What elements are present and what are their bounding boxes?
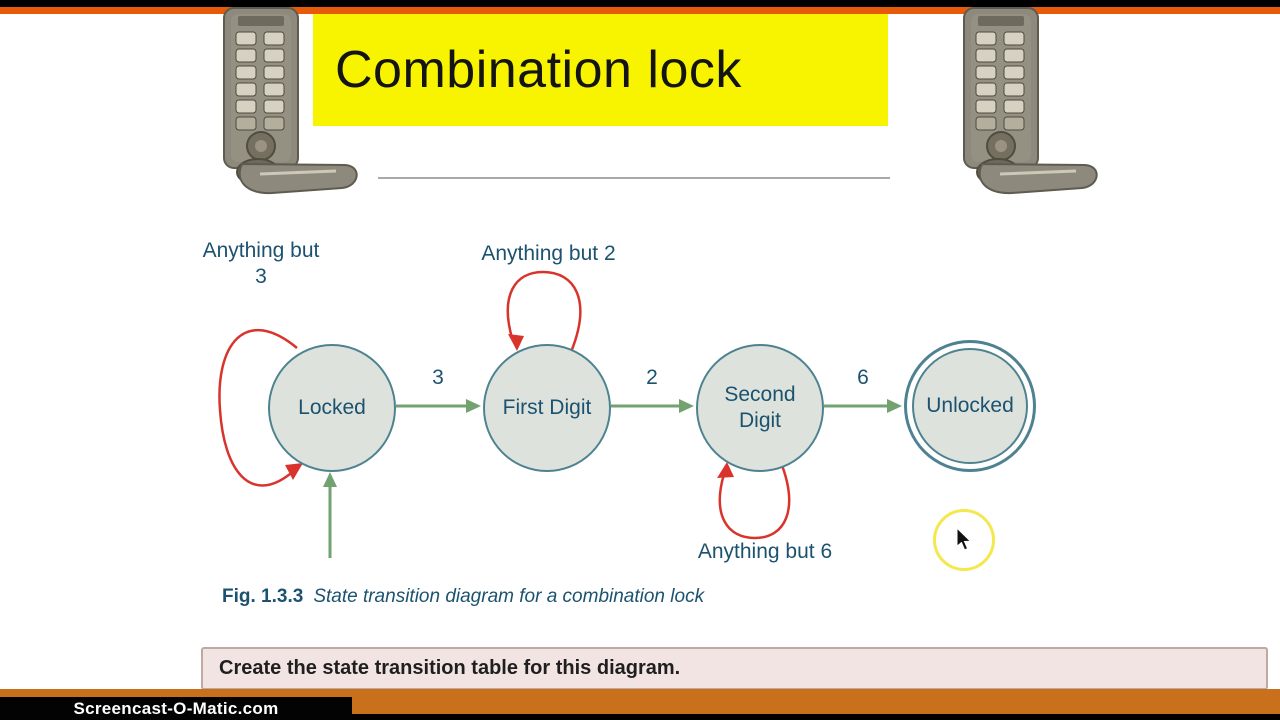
slide-title-highlight: Combination lock [313, 14, 888, 126]
transition-label-2: 2 [646, 366, 658, 389]
loop-label-anything-but-3: Anything but 3 [202, 239, 320, 289]
instruction-banner: Create the state transition table for th… [201, 647, 1268, 690]
top-orange-accent-bar [0, 7, 1280, 14]
cursor-highlight-circle [933, 509, 995, 571]
state-second-digit: Second Digit [696, 344, 824, 472]
slide-title: Combination lock [335, 41, 742, 99]
keypad-buttons [235, 31, 285, 131]
figure-number: Fig. 1.3.3 [222, 586, 304, 607]
instruction-text: Create the state transition table for th… [219, 657, 681, 679]
keypad-buttons [975, 31, 1025, 131]
state-first-digit: First Digit [483, 344, 611, 472]
combination-lock-photo-left [223, 7, 358, 195]
cursor-icon [956, 528, 972, 551]
state-unlocked-inner: Unlocked [912, 348, 1028, 464]
figure-caption-text: State transition diagram for a combinati… [313, 586, 705, 607]
state-second-digit-label: Second Digit [724, 382, 796, 432]
state-locked: Locked [268, 344, 396, 472]
watermark-text: Screencast-O-Matic.com [73, 698, 279, 718]
loop-label-anything-but-6: Anything but 6 [697, 540, 833, 563]
screencast-watermark: Screencast-O-Matic.com [0, 697, 352, 720]
combination-lock-photo-right [963, 7, 1098, 195]
state-unlocked-label: Unlocked [926, 394, 1014, 417]
title-underline [378, 177, 890, 179]
transition-label-6: 6 [857, 366, 869, 389]
transition-label-3: 3 [432, 366, 444, 389]
state-first-digit-label: First Digit [502, 395, 592, 419]
top-black-bar [0, 0, 1280, 7]
state-unlocked: Unlocked [904, 340, 1036, 472]
self-loop-arrows [218, 270, 791, 540]
transition-arrows [323, 399, 902, 558]
state-locked-label: Locked [298, 395, 366, 419]
figure-caption: Fig. 1.3.3 State transition diagram for a… [222, 586, 704, 608]
loop-label-anything-but-2: Anything but 2 [481, 242, 616, 265]
bottom-black-bar [0, 714, 1280, 720]
